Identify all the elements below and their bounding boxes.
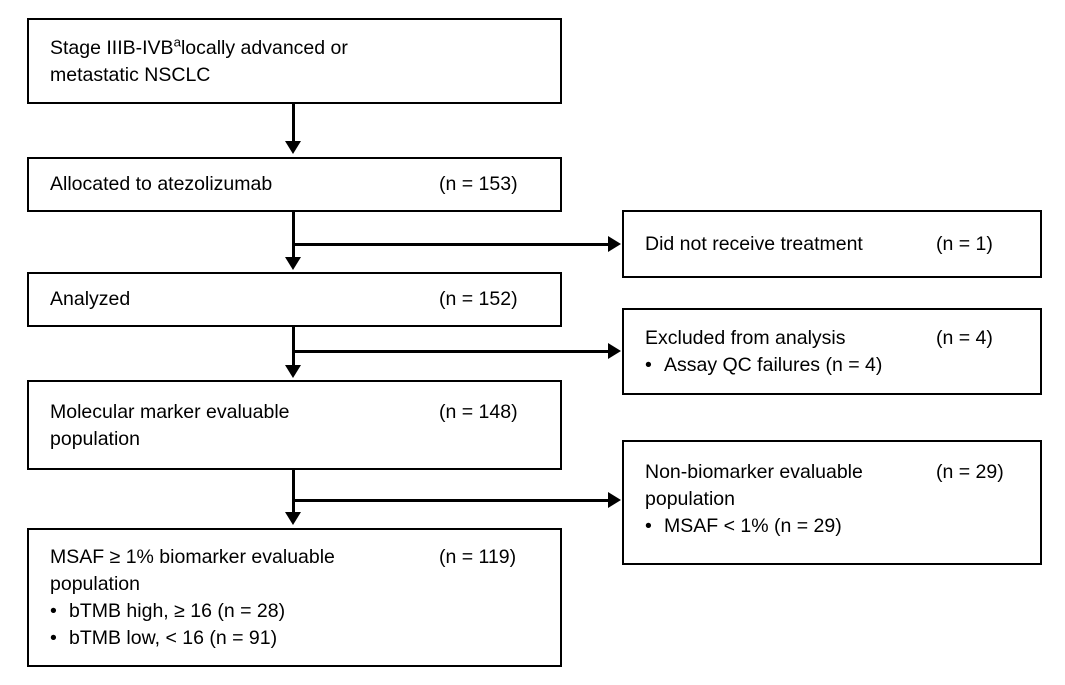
node-excluded-line-1: Excluded from analysis (n = 4) <box>645 325 1030 352</box>
node-enrollment-label-2: metastatic NSCLC <box>50 64 211 86</box>
node-molecular-label-2: population <box>50 428 140 450</box>
node-msaf-biomarker-evaluable: MSAF ≥ 1% biomarker evaluable (n = 119) … <box>27 528 562 667</box>
connector-enrollment-to-allocation <box>292 104 295 145</box>
node-msaf-label-1: MSAF ≥ 1% biomarker evaluable <box>50 546 335 568</box>
node-did-not-receive-line-1: Did not receive treatment (n = 1) <box>645 231 1030 258</box>
node-excluded-label: Excluded from analysis <box>645 327 846 349</box>
node-enrollment: Stage IIIB-IVBa locally advanced or meta… <box>27 18 562 104</box>
arrow-down-to-analyzed <box>285 257 301 270</box>
node-did-not-receive-label: Did not receive treatment <box>645 233 863 255</box>
node-msaf-bullet-2-count: (n = 91) <box>209 627 278 649</box>
node-molecular-line-2: population <box>50 426 550 453</box>
node-non-biomarker-label-1: Non-biomarker evaluable <box>645 461 863 483</box>
arrow-right-to-non-biomarker <box>608 492 621 508</box>
node-excluded-from-analysis: Excluded from analysis (n = 4) • Assay QC… <box>622 308 1042 395</box>
node-excluded-count: (n = 4) <box>936 327 993 349</box>
node-msaf-bullet-2-label: bTMB low, < 16 <box>69 627 204 649</box>
node-msaf-bullet-1-label: bTMB high, ≥ 16 <box>69 600 212 622</box>
node-excluded-bullet-1: • Assay QC failures (n = 4) <box>645 352 1030 379</box>
node-non-biomarker-evaluable: Non-biomarker evaluable (n = 29) populat… <box>622 440 1042 565</box>
connector-molecular-to-non-biomarker <box>292 499 610 502</box>
bullet-icon: • <box>50 627 57 649</box>
node-analyzed-count: (n = 152) <box>439 288 518 310</box>
node-enrollment-line-2: metastatic NSCLC <box>50 62 550 89</box>
node-msaf-bullet-1-count: (n = 28) <box>217 600 286 622</box>
arrow-right-to-excluded <box>608 343 621 359</box>
node-msaf-line-1: MSAF ≥ 1% biomarker evaluable (n = 119) <box>50 544 550 571</box>
node-enrollment-label-1b: locally advanced or <box>180 37 348 59</box>
node-enrollment-line-1: Stage IIIB-IVBa locally advanced or <box>50 35 550 62</box>
node-analyzed-line-1: Analyzed (n = 152) <box>50 286 550 313</box>
node-non-biomarker-bullet-1-count: (n = 29) <box>774 515 842 537</box>
footnote-marker-a: a <box>173 34 181 50</box>
node-molecular-count: (n = 148) <box>439 401 518 423</box>
node-allocation-label: Allocated to atezolizumab <box>50 173 273 195</box>
node-did-not-receive-treatment: Did not receive treatment (n = 1) <box>622 210 1042 278</box>
node-msaf-count: (n = 119) <box>439 546 517 568</box>
node-non-biomarker-bullet-1-label: MSAF < 1% <box>664 515 769 537</box>
node-non-biomarker-line-1: Non-biomarker evaluable (n = 29) <box>645 459 1030 486</box>
node-msaf-line-2: population <box>50 571 550 598</box>
connector-allocation-to-analyzed <box>292 212 295 260</box>
node-allocation-count: (n = 153) <box>439 173 518 195</box>
arrow-right-to-did-not-receive <box>608 236 621 252</box>
node-allocation: Allocated to atezolizumab (n = 153) <box>27 157 562 212</box>
bullet-icon: • <box>645 354 652 376</box>
node-analyzed-label: Analyzed <box>50 288 131 310</box>
node-molecular-label-1: Molecular marker evaluable <box>50 401 290 423</box>
bullet-icon: • <box>645 515 652 537</box>
node-msaf-bullet-2: • bTMB low, < 16 (n = 91) <box>50 625 550 652</box>
arrow-down-to-msaf <box>285 512 301 525</box>
node-msaf-label-2: population <box>50 573 140 595</box>
arrow-down-to-molecular <box>285 365 301 378</box>
node-non-biomarker-count: (n = 29) <box>936 461 1004 483</box>
connector-molecular-to-msaf <box>292 470 295 518</box>
node-enrollment-label-1a: Stage IIIB-IVB <box>50 37 174 59</box>
node-excluded-bullet-1-count: (n = 4) <box>825 354 883 376</box>
node-molecular-line-1: Molecular marker evaluable (n = 148) <box>50 399 550 426</box>
bullet-icon: • <box>50 600 57 622</box>
node-msaf-bullet-1: • bTMB high, ≥ 16 (n = 28) <box>50 598 550 625</box>
node-analyzed: Analyzed (n = 152) <box>27 272 562 327</box>
node-allocation-line-1: Allocated to atezolizumab (n = 153) <box>50 171 550 198</box>
node-non-biomarker-bullet-1: • MSAF < 1% (n = 29) <box>645 513 1030 540</box>
node-molecular-marker-evaluable: Molecular marker evaluable (n = 148) pop… <box>27 380 562 470</box>
connector-allocation-to-did-not-receive <box>292 243 610 246</box>
connector-analyzed-to-excluded <box>292 350 610 353</box>
node-excluded-bullet-1-label: Assay QC failures <box>664 354 821 376</box>
arrow-down-to-allocation <box>285 141 301 154</box>
node-non-biomarker-line-2: population <box>645 486 1030 513</box>
node-non-biomarker-label-2: population <box>645 488 735 510</box>
node-did-not-receive-count: (n = 1) <box>936 233 993 255</box>
